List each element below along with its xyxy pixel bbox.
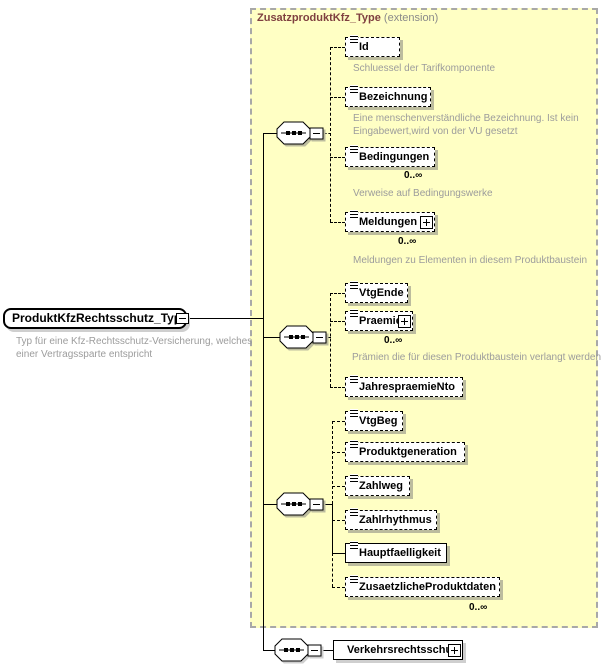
element-bezeichnung[interactable]: Bezeichnung <box>345 85 431 107</box>
root-collapse-icon[interactable] <box>176 313 189 324</box>
element-praemie[interactable]: Praemie <box>345 309 413 331</box>
connector-branch-4 <box>263 650 276 651</box>
connector-branch-2 <box>263 337 280 338</box>
element-content-icon <box>350 85 358 94</box>
annotation-bedingungen: Verweise auf Bedingungswerke <box>353 188 493 199</box>
element-label: Praemie <box>359 315 402 327</box>
connector-group3-vertical-top <box>332 421 333 504</box>
connector-group1-vertical <box>330 47 331 222</box>
connector-seq2-stub <box>326 337 331 338</box>
root-type-box[interactable]: ProduktKfzRechtsschutz_Type <box>3 308 188 329</box>
element-hauptfaelligkeit[interactable]: Hauptfaelligkeit <box>345 541 447 563</box>
element-content-icon <box>350 281 358 290</box>
element-zahlrhythmus[interactable]: Zahlrhythmus <box>345 508 437 530</box>
connector-zusaetzlicheproduktdaten <box>332 587 345 588</box>
annotation-id: Schluessel der Tarifkomponente <box>353 63 496 74</box>
connector-zahlrhythmus <box>332 520 345 521</box>
connector-hauptfaelligkeit <box>332 553 345 554</box>
panel-title: ZusatzproduktKfz_Type (extension) <box>257 12 438 24</box>
element-label: Verkehrsrechtsschutz <box>347 644 462 656</box>
element-id[interactable]: Id <box>345 35 400 57</box>
connector-trunk <box>263 133 264 650</box>
cardinality-meldungen: 0..∞ <box>398 236 417 247</box>
element-content-icon <box>350 210 358 219</box>
element-content-icon <box>350 145 358 154</box>
element-content-icon <box>350 440 358 449</box>
panel-extension-label: (extension) <box>383 12 439 24</box>
connector-group3-vertical-bottom <box>332 553 333 587</box>
connector-vtgbeg <box>332 421 345 422</box>
connector-branch-1 <box>263 133 277 134</box>
element-label: ZusaetzlicheProduktdaten <box>359 581 496 593</box>
root-annotation: Typ für eine Kfz-Rechtsschutz-Versicheru… <box>16 335 252 361</box>
element-label: JahrespraemieNto <box>359 381 455 393</box>
sequence-compositor-1[interactable] <box>276 120 325 146</box>
element-content-icon <box>350 309 358 318</box>
expand-icon[interactable] <box>448 644 461 657</box>
expand-icon[interactable] <box>420 216 433 229</box>
cardinality-praemie: 0..∞ <box>384 335 403 346</box>
element-meldungen[interactable]: Meldungen <box>345 210 435 232</box>
element-label: Id <box>359 41 369 53</box>
root-annotation-line2: einer Vertragssparte entspricht <box>16 349 153 360</box>
element-content-icon <box>350 35 358 44</box>
annotation-meldungen: Meldungen zu Elementen in diesem Produkt… <box>353 255 588 266</box>
element-vtgbeg[interactable]: VtgBeg <box>345 409 403 431</box>
element-content-icon <box>350 575 358 584</box>
annotation-praemie: Prämien die für diesen Produktbaustein v… <box>352 352 602 363</box>
element-jahrespraemiento[interactable]: JahrespraemieNto <box>345 375 463 397</box>
cardinality-bedingungen: 0..∞ <box>404 170 423 181</box>
connector-vtgende <box>330 293 345 294</box>
annotation-line2: Eingabewert,wird von der VU gesetzt <box>353 126 518 137</box>
element-zahlweg[interactable]: Zahlweg <box>345 474 410 496</box>
element-content-icon <box>350 541 358 550</box>
connector-id <box>330 47 345 48</box>
panel-type-name: ZusatzproduktKfz_Type <box>257 12 381 24</box>
connector-jahrespraemiento <box>330 387 345 388</box>
element-label: VtgEnde <box>359 287 404 299</box>
element-produktgeneration[interactable]: Produktgeneration <box>345 440 465 462</box>
connector-group3-vertical-mid <box>332 504 333 553</box>
element-label: Zahlweg <box>359 480 404 492</box>
annotation-bezeichnung: Eine menschenverständliche Bezeichnung. … <box>353 112 579 138</box>
element-label: VtgBeg <box>359 415 398 427</box>
connector-praemie <box>330 321 345 322</box>
connector-root <box>189 318 263 319</box>
element-label: Meldungen <box>359 216 418 228</box>
connector-produktgeneration <box>332 452 345 453</box>
connector-bezeichnung <box>330 97 345 98</box>
element-zusaetzlicheproduktdaten[interactable]: ZusaetzlicheProduktdaten <box>345 575 500 597</box>
annotation-line1: Eine menschenverständliche Bezeichnung. … <box>353 113 579 124</box>
connector-verkehrsrechtsschutz <box>322 650 333 651</box>
element-label: Hauptfaelligkeit <box>359 547 441 559</box>
element-label: Produktgeneration <box>359 446 457 458</box>
root-annotation-line1: Typ für eine Kfz-Rechtsschutz-Versicheru… <box>16 336 253 347</box>
element-vtgende[interactable]: VtgEnde <box>345 281 408 303</box>
connector-seq3-stub <box>324 504 333 505</box>
element-content-icon <box>350 409 358 418</box>
connector-branch-3 <box>263 504 277 505</box>
sequence-compositor-4[interactable] <box>274 637 323 663</box>
element-content-icon <box>350 508 358 517</box>
connector-bedingungen <box>330 157 345 158</box>
element-content-icon <box>350 474 358 483</box>
element-content-icon <box>350 375 358 384</box>
connector-meldungen <box>330 222 345 223</box>
sequence-compositor-2[interactable] <box>279 324 328 350</box>
sequence-compositor-3[interactable] <box>276 491 325 517</box>
element-label: Bezeichnung <box>359 91 428 103</box>
element-label: Bedingungen <box>359 151 430 163</box>
expand-icon[interactable] <box>398 315 411 328</box>
element-verkehrsrechtsschutz[interactable]: Verkehrsrechtsschutz <box>333 640 463 660</box>
connector-group2-vertical <box>330 293 331 387</box>
element-label: Zahlrhythmus <box>359 514 432 526</box>
connector-seq1-stub <box>324 133 331 134</box>
connector-zahlweg <box>332 486 345 487</box>
cardinality-zusaetzlicheproduktdaten: 0..∞ <box>469 602 488 613</box>
element-bedingungen[interactable]: Bedingungen <box>345 145 435 167</box>
root-type-name: ProduktKfzRechtsschutz_Type <box>12 311 188 325</box>
